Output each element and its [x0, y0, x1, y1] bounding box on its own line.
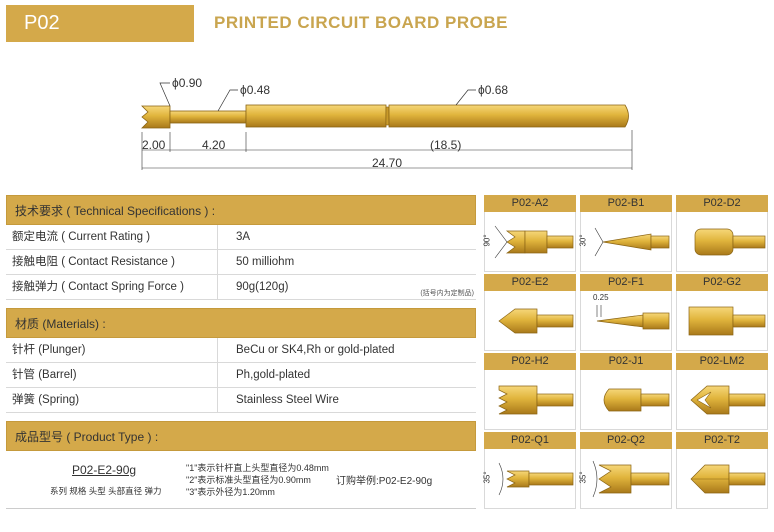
- tip-tile: P02-Q1 35°: [482, 432, 576, 509]
- tip-tile: P02-H2: [484, 353, 576, 430]
- product-section-title: 成品型号 ( Product Type ) :: [6, 421, 476, 451]
- tip-label: P02-J1: [580, 353, 672, 370]
- tip-label: P02-H2: [484, 353, 576, 370]
- tip-angle: 90°: [482, 234, 492, 247]
- table-row: 针杆 (Plunger) BeCu or SK4,Rh or gold-plat…: [6, 338, 476, 363]
- table-row: 额定电流 ( Current Rating ) 3A: [6, 225, 476, 250]
- tip-tile: P02-B1 30°: [578, 195, 672, 272]
- dim-total-length: 24.70: [372, 156, 403, 170]
- table-row: 接触弹力 ( Contact Spring Force ) 90g(120g) …: [6, 275, 476, 300]
- spec-key: 弹簧 (Spring): [6, 388, 218, 412]
- page-title: PRINTED CIRCUIT BOARD PROBE: [214, 13, 509, 32]
- tip-tile: P02-Q2 35°: [578, 432, 672, 509]
- tip-shape-serrated-crown: [498, 385, 574, 415]
- tip-shape-round: [603, 388, 670, 412]
- tip-tile: P02-D2: [676, 195, 768, 272]
- product-code-parts: 系列 规格 头型 头部直径 弹力: [50, 486, 162, 496]
- tip-drawing-area: 35°: [482, 449, 576, 509]
- product-code: P02-E2-90g: [72, 463, 137, 477]
- tip-label: P02-Q2: [580, 432, 672, 449]
- spec-table: 技术要求 ( Technical Specifications ) : 额定电流…: [6, 195, 476, 509]
- table-row: 弹簧 (Spring) Stainless Steel Wire: [6, 388, 476, 413]
- tip-tile: P02-E2: [484, 274, 576, 351]
- product-type-box: P02-E2-90g 系列 规格 头型 头部直径 弹力 "1"表示针杆直上头型直…: [6, 451, 476, 509]
- tip-drawing-area: 0.25: [580, 291, 672, 351]
- tip-drawing-area: [580, 370, 672, 430]
- tip-tile: P02-F1 0.25: [580, 274, 672, 351]
- tip-tile: P02-A2 90°: [482, 195, 576, 272]
- tip-size: 0.25: [593, 293, 609, 302]
- tip-drawing-area: 90°: [482, 212, 576, 272]
- tip-label: P02-G2: [676, 274, 768, 291]
- model-tag: P02: [6, 5, 194, 42]
- dim-plunger-length: 4.20: [202, 138, 226, 152]
- product-note: "1"表示针杆直上头型直径为0.48mm: [186, 463, 329, 473]
- spec-key: 接触弹力 ( Contact Spring Force ): [6, 275, 218, 299]
- tip-label: P02-D2: [676, 195, 768, 212]
- technical-section-title: 技术要求 ( Technical Specifications ) :: [6, 195, 476, 225]
- spec-key: 接触电阻 ( Contact Resistance ): [6, 250, 218, 274]
- spec-key: 针杆 (Plunger): [6, 338, 218, 362]
- tip-tile: P02-LM2: [676, 353, 768, 430]
- dim-barrel-diameter: ϕ0.68: [478, 83, 509, 97]
- tip-tile: P02-J1: [580, 353, 672, 430]
- tip-drawing-area: 35°: [578, 449, 672, 509]
- tip-drawing-area: [676, 291, 768, 351]
- product-note: "2"表示标准头型直径为0.90mm: [186, 475, 311, 485]
- spec-value: BeCu or SK4,Rh or gold-plated: [236, 344, 395, 356]
- tip-shape-crown-small: [498, 462, 574, 496]
- tip-shape-needle: [596, 305, 670, 330]
- tip-angle: 30°: [578, 234, 588, 247]
- tip-drawing-area: [484, 370, 576, 430]
- tip-label: P02-T2: [676, 432, 768, 449]
- dim-head-length: 2.00: [142, 138, 166, 152]
- tip-drawing-area: 30°: [578, 212, 672, 272]
- tip-drawing-area: [484, 291, 576, 351]
- tip-label: P02-F1: [580, 274, 672, 291]
- dim-head-diameter: ϕ0.90: [172, 76, 203, 90]
- tip-shape-star-crown: [690, 385, 766, 415]
- spec-value: Stainless Steel Wire: [236, 394, 339, 406]
- tip-label: P02-E2: [484, 274, 576, 291]
- tip-label: P02-LM2: [676, 353, 768, 370]
- probe-drawing: [141, 82, 633, 170]
- tip-shape-chisel: [690, 464, 766, 494]
- tip-shape-crown-large: [592, 460, 670, 498]
- tip-shape-flat-large: [688, 306, 766, 336]
- tip-label: P02-B1: [580, 195, 672, 212]
- tip-drawing-area: [676, 212, 768, 272]
- tip-shape-four-point-crown: [494, 225, 574, 259]
- tip-shape-flat: [694, 228, 766, 256]
- spec-value: Ph,gold-plated: [236, 369, 311, 381]
- tip-shape-cone: [498, 308, 574, 334]
- tip-angle: 35°: [482, 471, 492, 484]
- spec-value: 3A: [236, 231, 251, 243]
- spec-key: 额定电流 ( Current Rating ): [6, 225, 218, 249]
- spec-value: 90g(120g): [236, 281, 289, 293]
- tip-shape-cone-point: [594, 227, 670, 257]
- spec-value: 50 milliohm: [236, 256, 295, 268]
- tip-drawing-area: [676, 370, 768, 430]
- order-example: 订购举例:P02-E2-90g: [336, 476, 433, 487]
- product-note: "3"表示外径为1.20mm: [186, 487, 275, 497]
- probe-diagram: ϕ0.90 ϕ0.48 ϕ0.68 2.00 4.20 (18.5) 24.70: [130, 70, 640, 180]
- tip-tile: P02-T2: [676, 432, 768, 509]
- table-row: 针管 (Barrel) Ph,gold-plated: [6, 363, 476, 388]
- dim-plunger-diameter: ϕ0.48: [240, 83, 271, 97]
- spec-key: 针管 (Barrel): [6, 363, 218, 387]
- tip-drawing-area: [676, 449, 768, 509]
- tip-label: P02-Q1: [484, 432, 576, 449]
- spec-value-cell: 90g(120g) (括号内为定制品): [218, 275, 476, 299]
- tip-angle: 35°: [578, 471, 588, 484]
- dim-barrel-length: (18.5): [430, 138, 462, 152]
- materials-section-title: 材质 (Materials) :: [6, 308, 476, 338]
- tip-tile: P02-G2: [676, 274, 768, 351]
- table-row: 接触电阻 ( Contact Resistance ) 50 milliohm: [6, 250, 476, 275]
- custom-note: (括号内为定制品): [420, 290, 474, 297]
- tip-label: P02-A2: [484, 195, 576, 212]
